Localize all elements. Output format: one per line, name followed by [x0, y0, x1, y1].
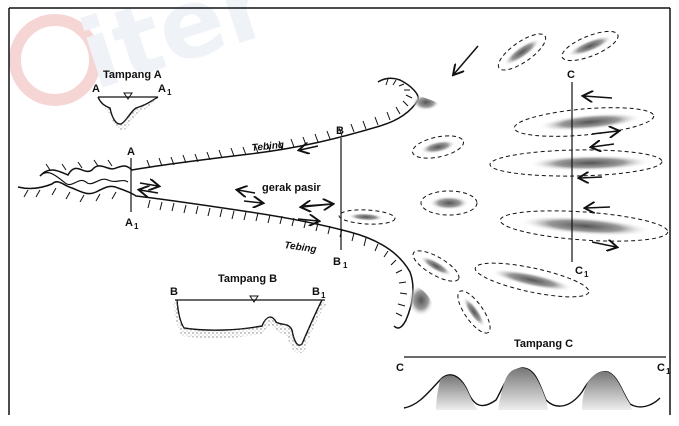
cross-section-c: Tampang C C C 1 — [396, 338, 671, 410]
tampang-c-right-label: C — [657, 362, 665, 374]
profile-b-fill — [173, 300, 326, 353]
river-channel — [18, 78, 418, 328]
tampang-c-label: Tampang C — [514, 338, 573, 350]
deposit-upper — [412, 94, 440, 111]
deposit-lower — [408, 284, 434, 316]
tampang-a-right-sub: 1 — [167, 88, 172, 97]
tebing-lower-label: Tebing — [284, 240, 318, 255]
section-c1-label: C — [575, 265, 583, 277]
section-line-c: C C 1 — [567, 69, 589, 279]
tampang-b-left-label: B — [170, 286, 178, 298]
gerak-pasir-label: gerak pasir — [262, 182, 321, 194]
section-c1-sub: 1 — [584, 270, 589, 279]
tampang-b-right-sub: 1 — [321, 291, 326, 300]
profile-b — [177, 300, 322, 345]
profile-c-bar-2 — [498, 368, 548, 410]
lower-bank — [18, 182, 413, 328]
tampang-a-left-label: A — [92, 83, 100, 95]
watermark-text: iter — [67, 0, 284, 112]
watermark: iter — [15, 0, 285, 112]
sand-bars — [339, 25, 669, 337]
tampang-b-right-label: B — [312, 286, 320, 298]
section-line-b: B B 1 — [333, 125, 348, 270]
section-line-a: A A 1 — [125, 146, 139, 231]
cross-section-b: Tampang B B B 1 — [170, 273, 326, 353]
profile-c-bar-1 — [436, 376, 478, 410]
section-b1-sub: 1 — [343, 261, 348, 270]
section-b-label: B — [336, 125, 344, 137]
section-a1-sub: 1 — [134, 222, 139, 231]
section-b1-label: B — [333, 256, 341, 268]
section-a1-label: A — [125, 217, 133, 229]
tebing-upper-label: Tebing — [251, 140, 284, 154]
tampang-c-right-sub: 1 — [666, 367, 671, 376]
tampang-b-label: Tampang B — [218, 273, 277, 285]
tampang-a-label: Tampang A — [103, 69, 162, 81]
tampang-a-right-label: A — [158, 83, 166, 95]
water-mark-b — [250, 296, 258, 302]
section-a-label: A — [127, 146, 135, 158]
tampang-c-left-label: C — [396, 362, 404, 374]
profile-c-bar-3 — [582, 371, 632, 410]
section-c-label: C — [567, 69, 575, 81]
